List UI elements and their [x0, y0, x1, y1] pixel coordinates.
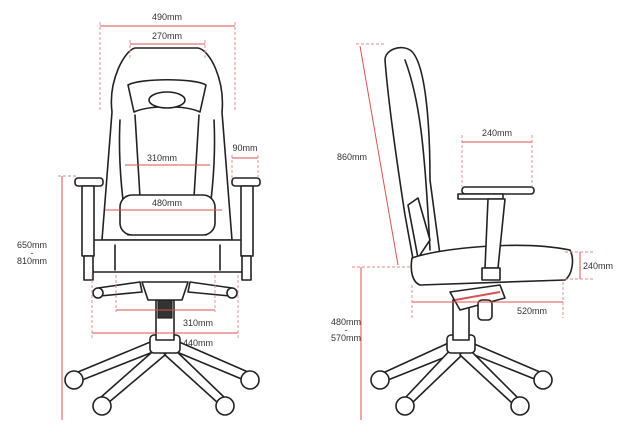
caster-icon — [92, 396, 112, 416]
front-star-base — [64, 334, 260, 416]
back-width-label: 310mm — [147, 153, 177, 163]
armrest-depth-label: 240mm — [482, 128, 512, 138]
armrest-width-label: 90mm — [232, 143, 257, 153]
seat-width-label: 310mm — [183, 318, 213, 328]
caster-icon — [370, 370, 390, 390]
front-view-chair — [64, 47, 261, 416]
front-left-armrest — [74, 177, 104, 281]
tilt-mechanism — [449, 284, 506, 311]
side-view-chair — [370, 46, 574, 416]
front-seat — [89, 239, 246, 273]
seat-outer-width-label: 440mm — [183, 338, 213, 348]
caster-icon — [215, 396, 235, 416]
overall-width-label: 490mm — [152, 12, 182, 22]
side-armrest — [457, 186, 535, 281]
caster-icon — [510, 396, 530, 416]
caster-icon — [64, 370, 84, 390]
caster-icon — [395, 396, 415, 416]
caster-icon — [533, 370, 553, 390]
caster-icon — [240, 370, 260, 390]
seat-height-max-label: 570mm — [331, 333, 361, 343]
seat-depth-label: 520mm — [517, 306, 547, 316]
seat-thickness-label: 240mm — [583, 261, 613, 271]
back-height-label: 860mm — [337, 152, 367, 162]
side-backrest — [384, 46, 441, 271]
front-lumbar-pillow — [119, 194, 216, 236]
arm-height-sep: - — [31, 248, 34, 258]
front-right-armrest — [231, 177, 261, 281]
lumbar-width-label: 480mm — [152, 198, 182, 208]
seat-height-sep: - — [345, 325, 348, 335]
seat-height-min-label: 480mm — [331, 317, 361, 327]
headrest-width-label: 270mm — [152, 31, 182, 41]
arm-height-min-label: 650mm — [17, 240, 47, 250]
side-dimensions: 860mm 240mm 240mm 520mm 480mm - 570mm — [331, 43, 613, 420]
front-dimensions: 490mm 270mm 310mm 90mm 480mm 650mm - 810… — [17, 12, 259, 420]
side-star-base — [370, 334, 553, 416]
arm-height-max-label: 810mm — [17, 256, 47, 266]
